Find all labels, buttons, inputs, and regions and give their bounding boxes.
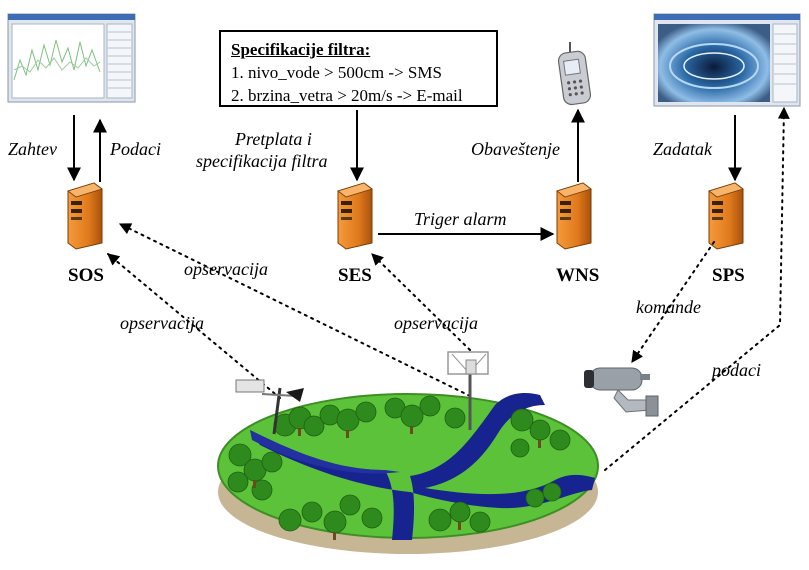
- arrow-podaci-bottom: [604, 106, 790, 471]
- label-podaci-bottom: podaci: [712, 360, 761, 380]
- filter-specification-title: Specifikacije filtra:: [231, 40, 371, 59]
- server-sos-icon: [67, 182, 103, 250]
- client-screenshot-right: [653, 13, 801, 107]
- filter-rule-2: 2. brzina_vetra > 20m/s -> E-mail: [231, 86, 463, 105]
- label-podaci-top: Podaci: [110, 139, 161, 159]
- surveillance-camera-icon: [584, 367, 659, 417]
- dotted-arrows: [107, 106, 790, 471]
- label-zadatak: Zadatak: [653, 139, 713, 159]
- label-triger-alarm: Triger alarm: [414, 209, 507, 229]
- weather-station-right-icon: [447, 351, 489, 430]
- terrain-island: [217, 393, 599, 554]
- arrow-opservacija-3: [371, 253, 471, 351]
- server-ses-icon: [337, 182, 373, 250]
- node-label-ses: SES: [338, 265, 372, 286]
- node-label-sps: SPS: [712, 265, 745, 286]
- weather-station-left-icon: [235, 379, 304, 435]
- arrow-opservacija-2: [118, 223, 471, 397]
- label-opservacija-2: opservacija: [120, 313, 204, 333]
- label-komande: komande: [636, 297, 701, 317]
- solid-arrows: [67, 108, 742, 241]
- filter-specification-box: Specifikacije filtra: 1. nivo_vode > 500…: [219, 30, 498, 107]
- arrow-komande: [631, 241, 715, 363]
- server-sps-icon: [708, 182, 744, 250]
- label-opservacija-1: opservacija: [184, 259, 268, 279]
- client-screenshot-left: [7, 13, 136, 103]
- mobile-phone-icon: [557, 42, 592, 106]
- label-obavestenje: Obaveštenje: [471, 139, 560, 159]
- node-label-sos: SOS: [68, 265, 104, 286]
- label-zahtev: Zahtev: [8, 139, 57, 159]
- filter-rule-1: 1. nivo_vode > 500cm -> SMS: [231, 63, 442, 82]
- server-wns-icon: [556, 182, 592, 250]
- arrow-opservacija-1: [107, 253, 281, 399]
- label-opservacija-3: opservacija: [394, 313, 478, 333]
- label-pretplata-line1: Pretplata i: [235, 129, 312, 149]
- label-pretplata-line2: specifikacija filtra: [196, 151, 328, 171]
- node-label-wns: WNS: [556, 265, 600, 286]
